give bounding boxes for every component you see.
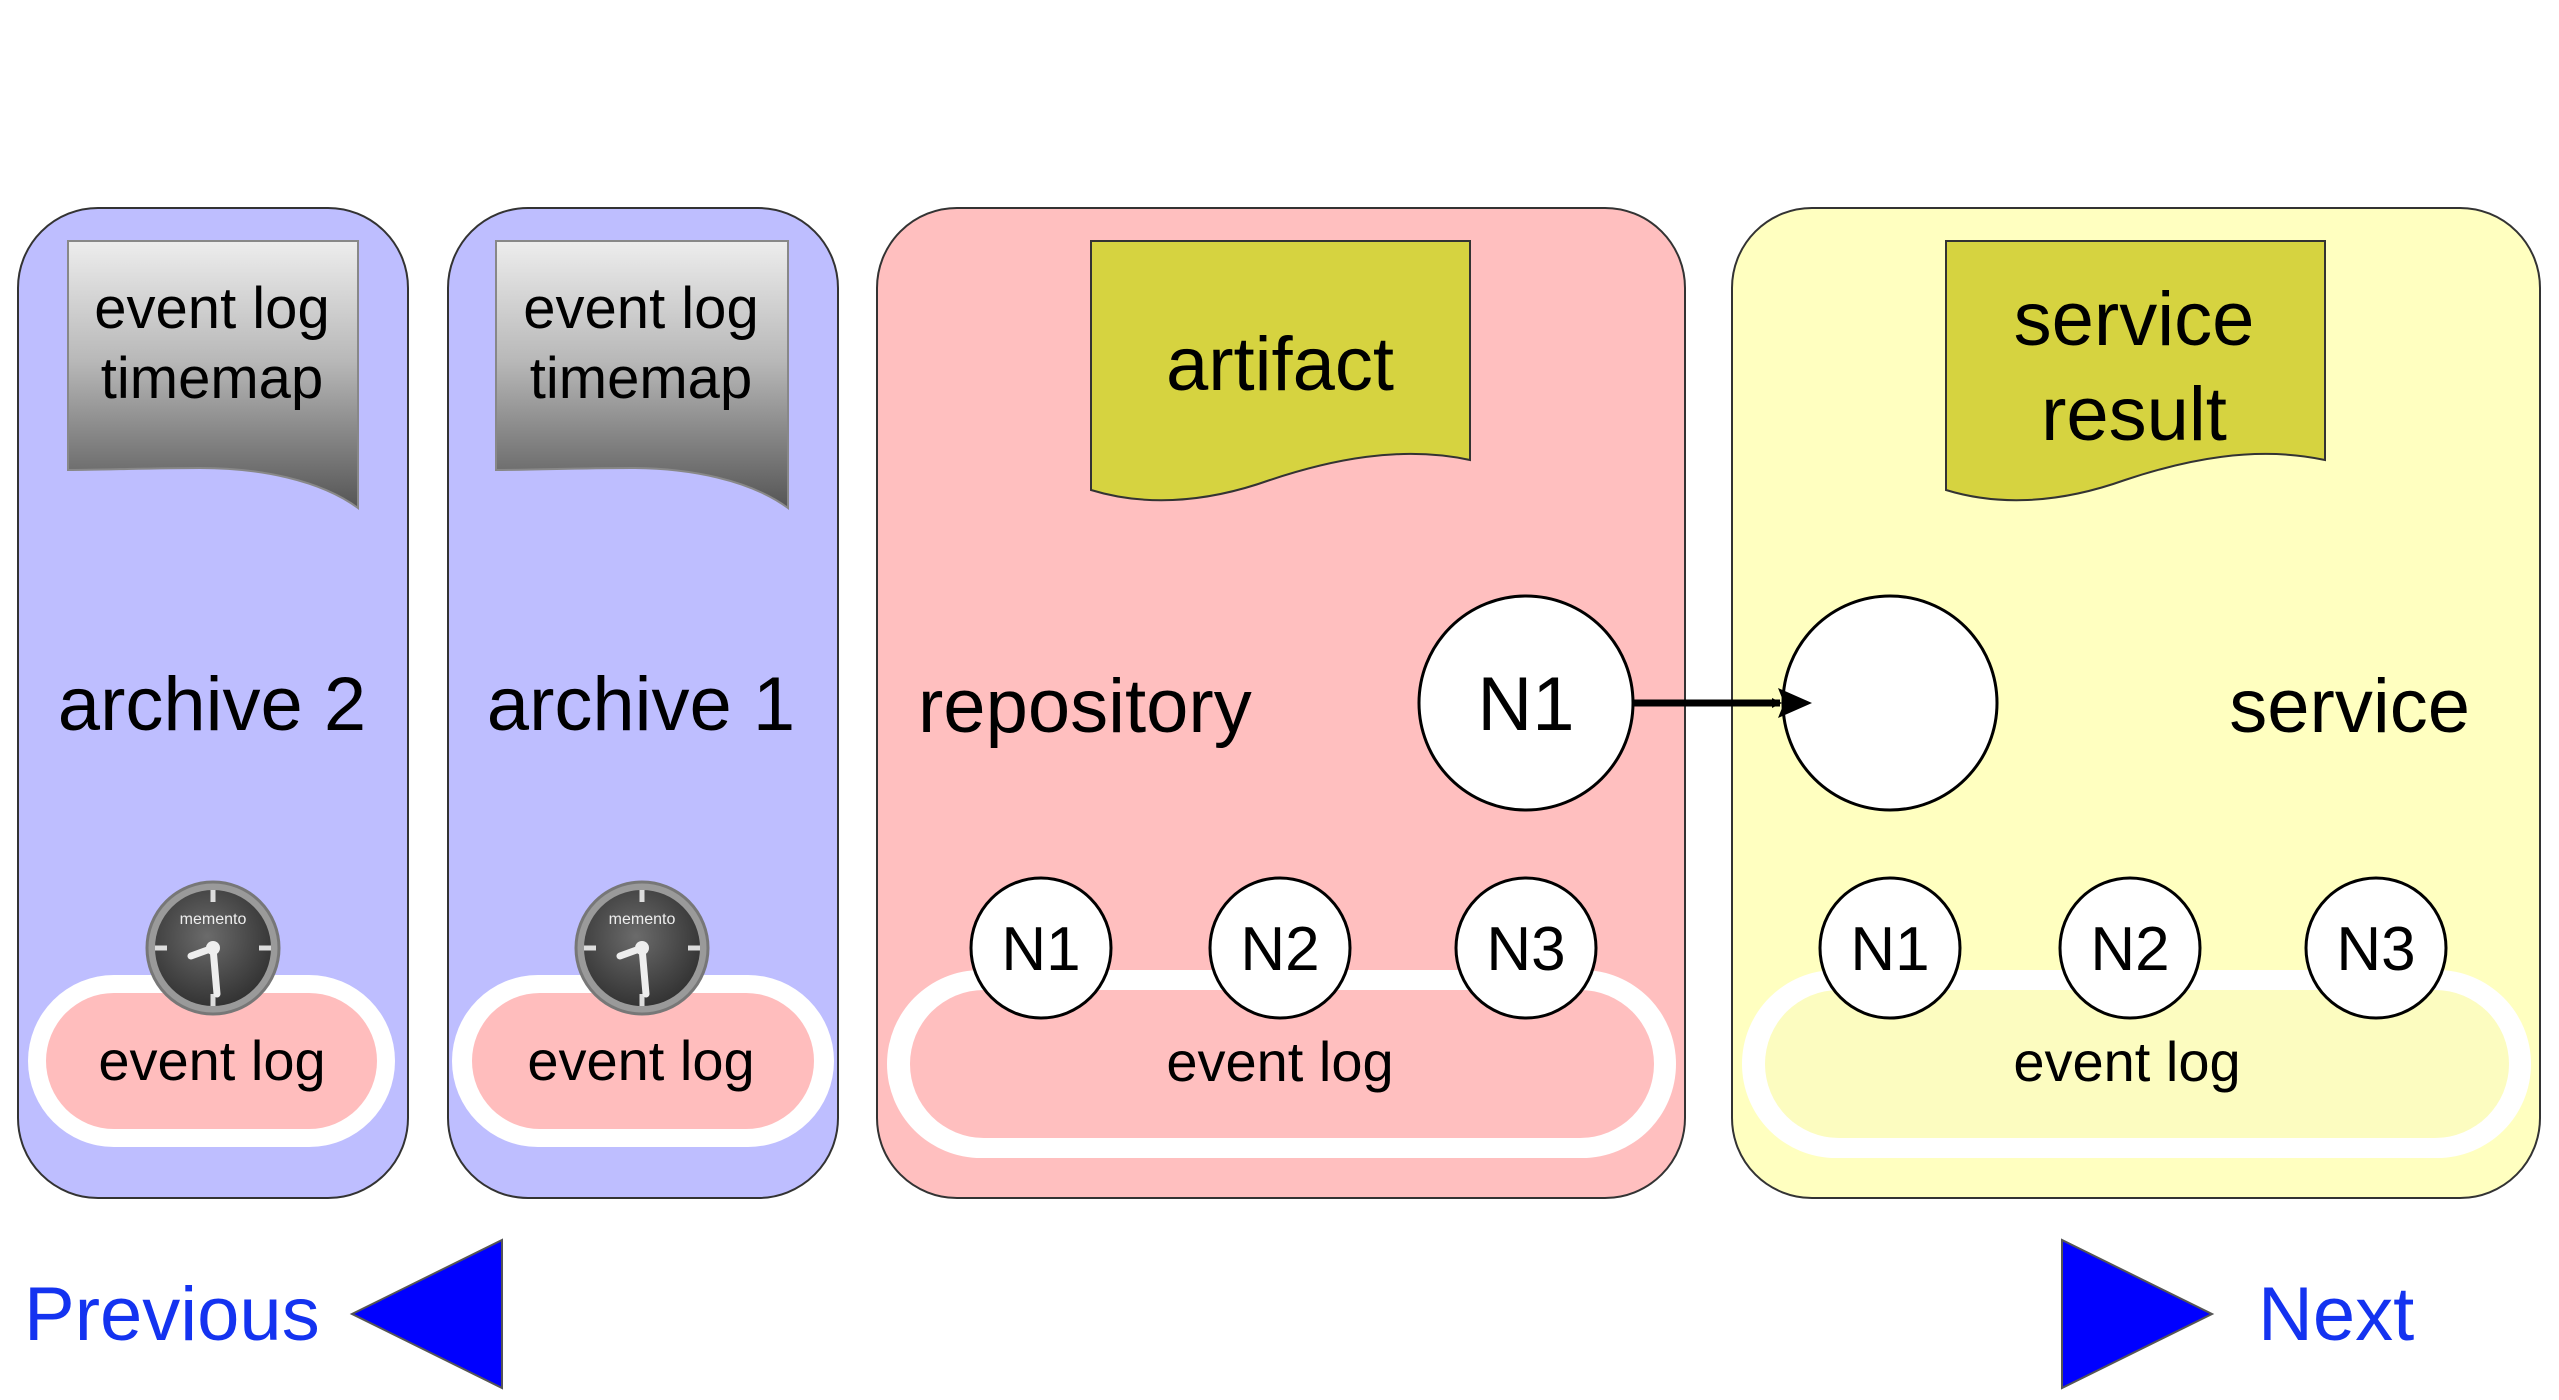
repository-node-n1-label: N1 (1001, 915, 1080, 984)
archive-2-label: archive 2 (58, 662, 366, 747)
memento-clock-icon: memento (574, 880, 710, 1016)
service-node-n1: N1 (1818, 876, 1962, 1020)
service-event-log-label: event log (2013, 1030, 2240, 1093)
archive-1-timemap-document: event log timemap (495, 240, 789, 510)
archive-1-clock-label: memento (609, 911, 676, 928)
archive-2-event-log-label: event log (98, 1029, 325, 1092)
archive-1-doc-line1: event log (523, 276, 758, 341)
memento-clock-icon: memento (145, 880, 281, 1016)
archive-2-event-log: event log (28, 975, 395, 1147)
service-label: service (2229, 664, 2470, 749)
repository-event-log: event log (887, 970, 1676, 1158)
archive-1-panel: event log timemap archive 1 event log me… (447, 207, 839, 1199)
artifact-label: artifact (1166, 322, 1394, 407)
service-node-n1-label: N1 (1850, 915, 1929, 984)
repository-node-n2: N2 (1208, 876, 1352, 1020)
repository-node-n3-label: N3 (1486, 915, 1565, 984)
repository-node-n3: N3 (1454, 876, 1598, 1020)
service-node-n2-label: N2 (2090, 915, 2169, 984)
artifact-document: artifact (1090, 240, 1471, 502)
repository-node-n2-label: N2 (1240, 915, 1319, 984)
service-node-n3-label: N3 (2336, 915, 2415, 984)
service-input-node (1781, 594, 1999, 812)
next-button[interactable]: Next (2061, 1238, 2414, 1390)
n1-to-service-arrowhead (1778, 688, 1812, 718)
repository-node-n1-large: N1 (1417, 594, 1635, 812)
service-result-document: service result (1945, 240, 2326, 502)
previous-arrow-icon[interactable] (349, 1238, 503, 1390)
archive-2-clock-label: memento (180, 911, 247, 928)
archive-2-panel: event log timemap archive 2 event log me… (17, 207, 409, 1199)
archive-1-event-log: event log (452, 975, 834, 1147)
archive-1-label: archive 1 (487, 662, 795, 747)
service-panel: service result service event log N1 N2 N… (1731, 207, 2541, 1199)
service-node-n2: N2 (2058, 876, 2202, 1020)
next-label[interactable]: Next (2258, 1272, 2414, 1357)
next-arrow-icon[interactable] (2061, 1238, 2215, 1390)
archive-2-doc-line1: event log (94, 276, 329, 341)
archive-1-doc-line2: timemap (530, 346, 752, 411)
service-event-log: event log (1742, 970, 2531, 1158)
archive-2-doc-line2: timemap (101, 346, 323, 411)
repository-event-log-label: event log (1166, 1030, 1393, 1093)
repository-node-n1: N1 (969, 876, 1113, 1020)
previous-button[interactable]: Previous (24, 1238, 503, 1390)
repository-node-n1-large-label: N1 (1477, 662, 1574, 747)
archive-2-timemap-document: event log timemap (67, 240, 359, 510)
service-result-line1: service (2014, 277, 2255, 362)
archive-1-event-log-label: event log (527, 1029, 754, 1092)
repository-label: repository (918, 664, 1252, 749)
service-result-line2: result (2041, 372, 2227, 457)
repository-panel: artifact repository N1 event log N1 N2 N… (876, 207, 1686, 1199)
previous-label[interactable]: Previous (24, 1272, 320, 1357)
service-node-n3: N3 (2304, 876, 2448, 1020)
